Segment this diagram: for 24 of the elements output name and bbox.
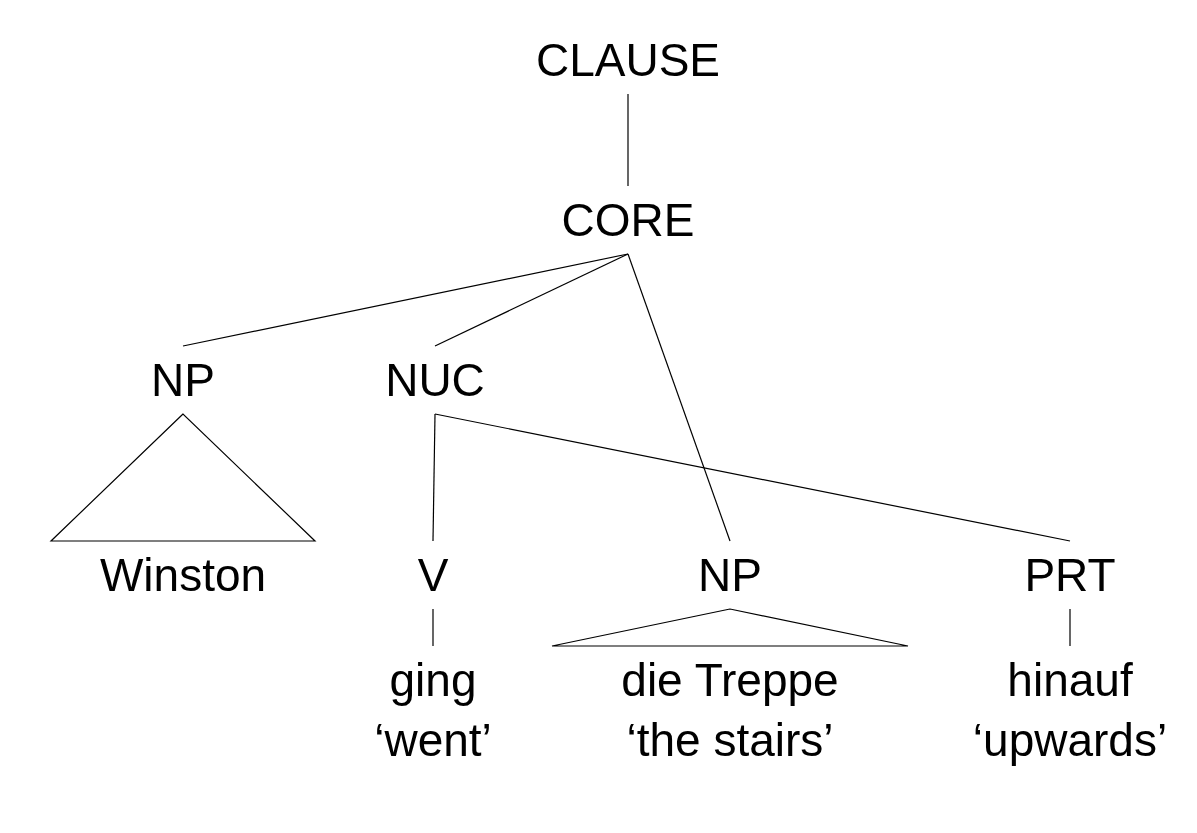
node-label: V [417, 548, 449, 603]
branch-line [627, 253, 731, 542]
node-label: hinauf [1007, 653, 1133, 708]
branch-line [434, 253, 629, 347]
node-label: PRT [1024, 548, 1116, 603]
branch-line [432, 608, 434, 647]
branch-line [1069, 608, 1071, 647]
node-label: ‘went’ [374, 713, 492, 768]
node-label: Winston [99, 548, 267, 603]
node-label: NP [698, 548, 762, 603]
branch-line [432, 413, 436, 542]
node-label: ‘upwards’ [972, 713, 1168, 768]
node-label: CORE [561, 193, 695, 248]
branch-line [182, 253, 629, 347]
node-label: ‘the stairs’ [626, 713, 834, 768]
node-label: ging [389, 653, 477, 708]
node-label: NUC [385, 353, 485, 408]
branch-line [434, 413, 1071, 542]
branch-line [627, 93, 629, 187]
node-label: die Treppe [621, 653, 839, 708]
node-label: NP [151, 353, 215, 408]
node-label: CLAUSE [535, 33, 721, 88]
triangle-branch [551, 608, 909, 647]
triangle-branch [49, 413, 317, 542]
